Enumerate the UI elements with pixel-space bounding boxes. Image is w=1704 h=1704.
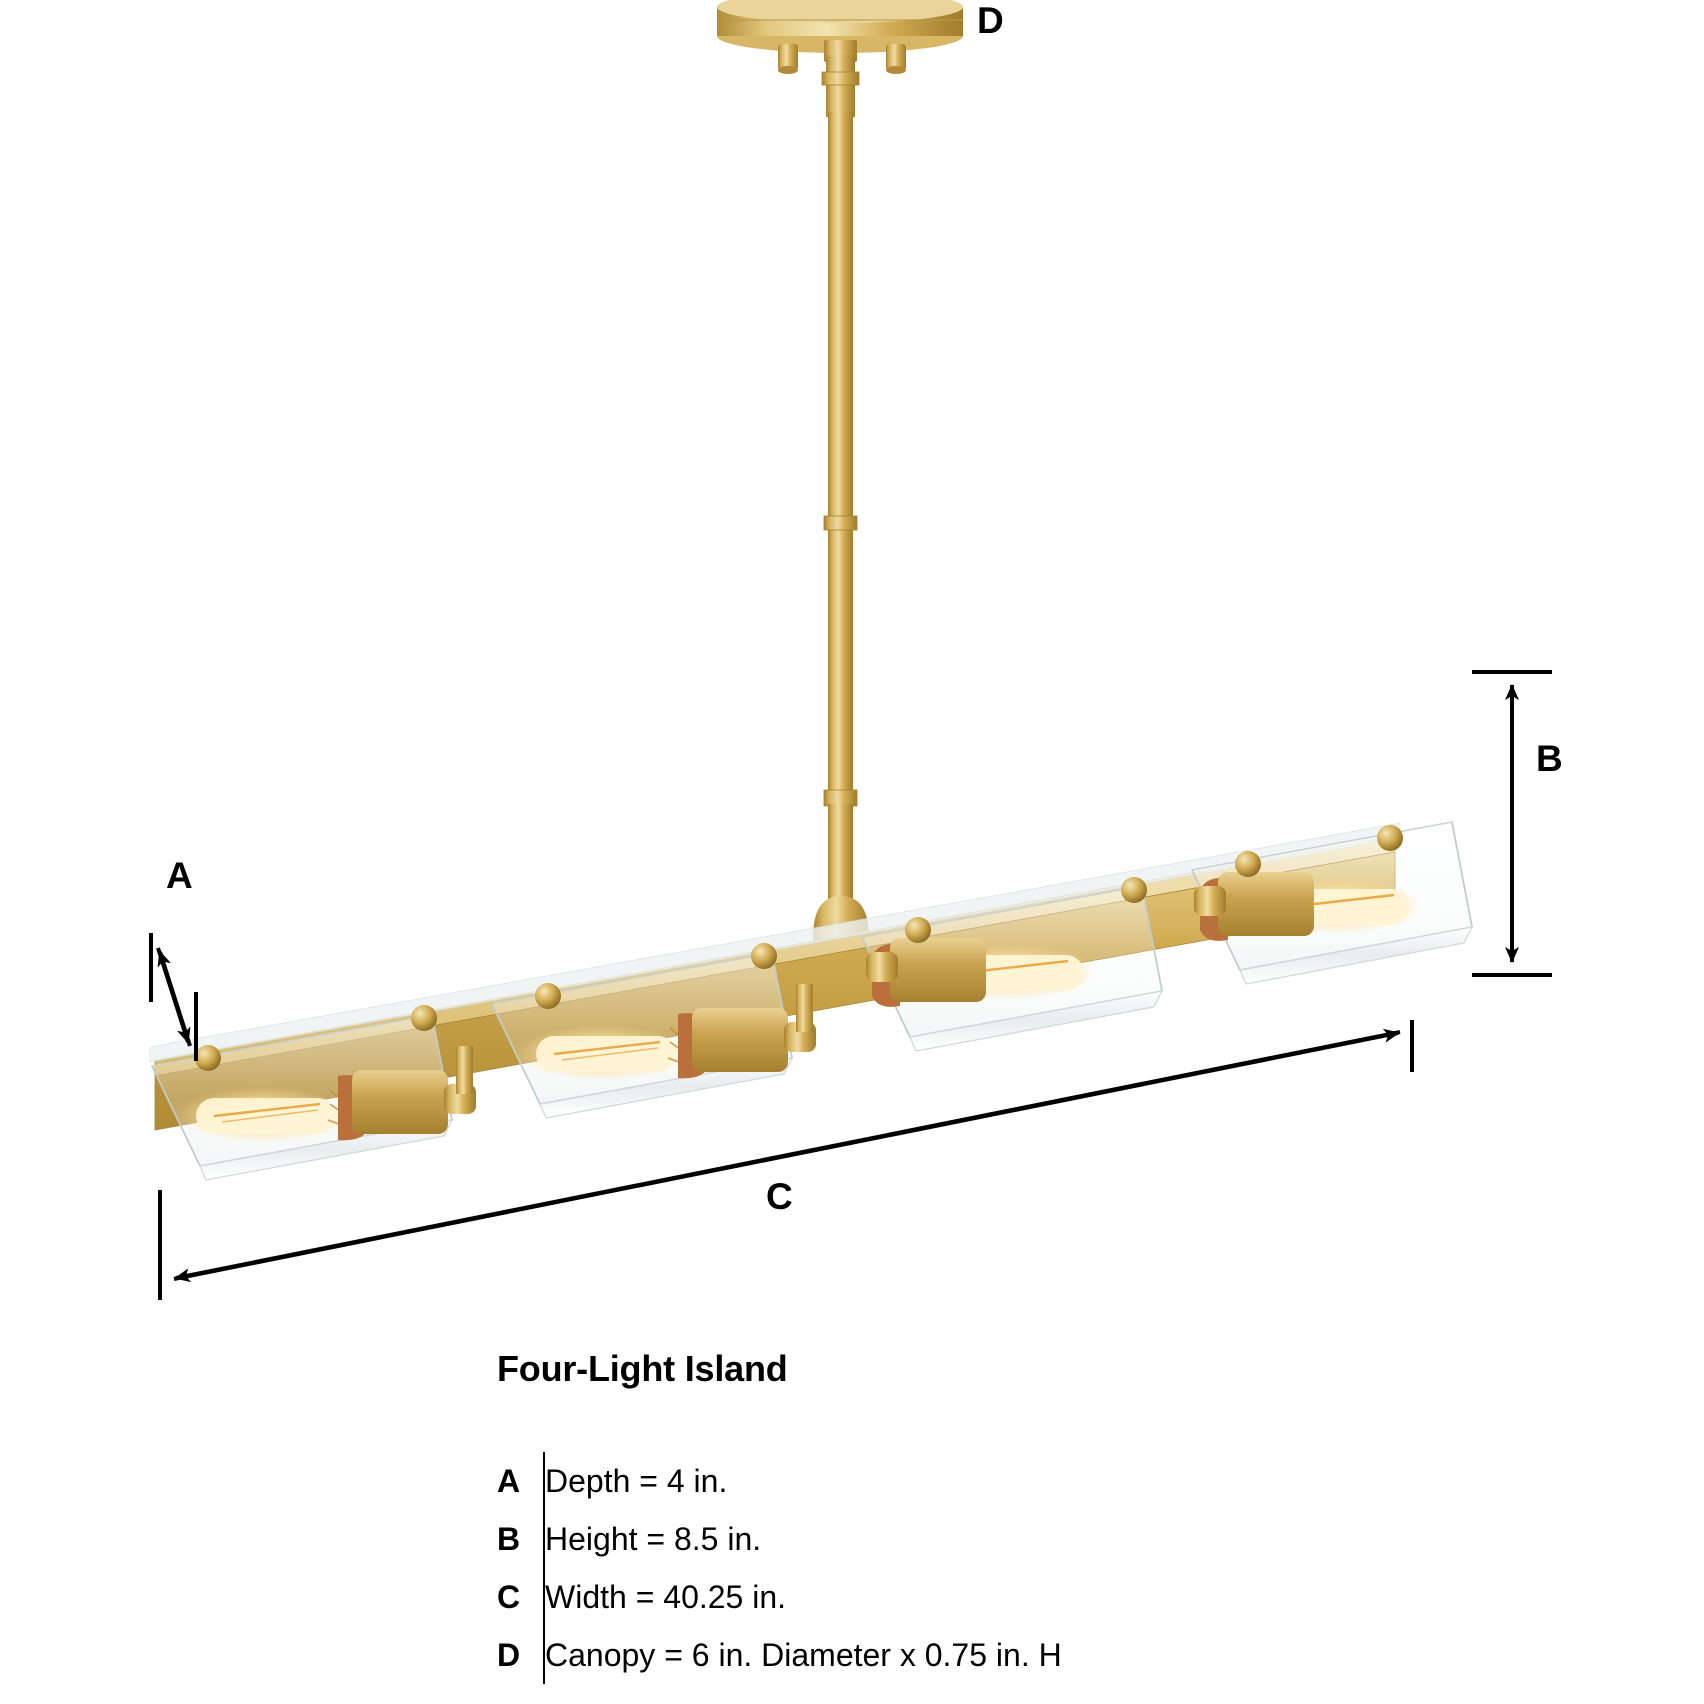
dimension-label-b: B	[1536, 738, 1563, 779]
legend-divider-line	[543, 1510, 545, 1568]
dimension-legend: A Depth = 4 in. B Height = 8.5 in. C Width = …	[497, 1452, 1257, 1684]
legend-value: Width = 40.25 in.	[545, 1578, 787, 1615]
legend-key: D	[497, 1636, 521, 1673]
dimension-legend-table: A Depth = 4 in. B Height = 8.5 in. C Width = …	[497, 1452, 1062, 1684]
legend-row: D Canopy = 6 in. Diameter x 0.75 in. H	[497, 1626, 1062, 1684]
legend-row: B Height = 8.5 in.	[497, 1510, 1062, 1568]
legend-value: Height = 8.5 in.	[545, 1520, 762, 1557]
legend-value: Canopy = 6 in. Diameter x 0.75 in. H	[545, 1636, 1062, 1673]
legend-value: Depth = 4 in.	[545, 1462, 728, 1499]
dimension-label-d: D	[977, 0, 1004, 41]
dimension-label-c: C	[766, 1176, 793, 1217]
legend-divider	[543, 1626, 545, 1684]
legend-divider-line	[543, 1626, 545, 1684]
legend-divider-line	[543, 1568, 545, 1626]
legend-row: A Depth = 4 in.	[497, 1452, 1062, 1510]
legend-divider	[543, 1568, 545, 1626]
legend-key: A	[497, 1462, 521, 1499]
product-caption: Four-Light Island	[497, 1348, 788, 1389]
legend-row: C Width = 40.25 in.	[497, 1568, 1062, 1626]
dimension-label-a: A	[166, 855, 193, 896]
legend-divider-line	[543, 1452, 545, 1510]
legend-key: C	[497, 1578, 521, 1615]
legend-divider	[543, 1452, 545, 1510]
legend-divider	[543, 1510, 545, 1568]
legend-key: B	[497, 1520, 521, 1557]
